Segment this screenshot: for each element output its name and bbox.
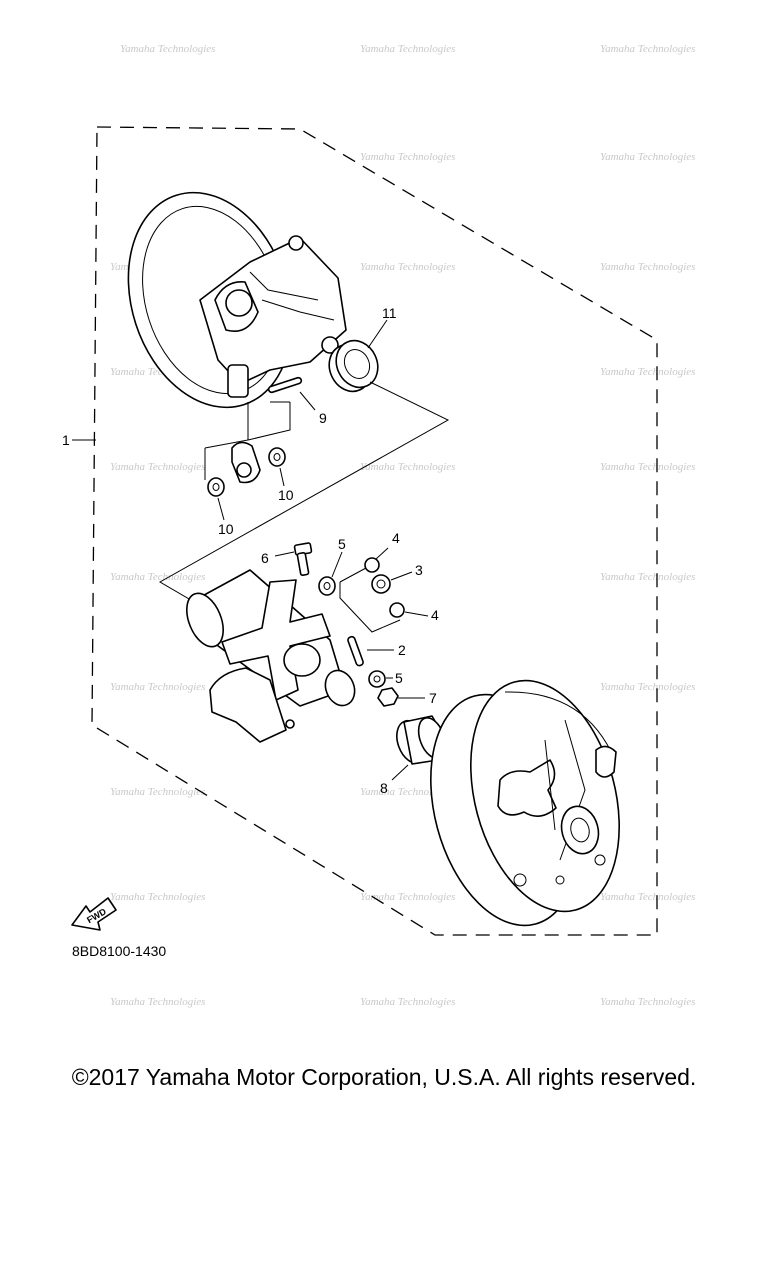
bolt-6 bbox=[293, 542, 313, 577]
roller-bracket bbox=[339, 567, 401, 633]
watermark: Yamaha Technologies bbox=[120, 43, 215, 55]
callout-8: 8 bbox=[380, 780, 388, 796]
watermark: Yamaha Technologies bbox=[600, 681, 695, 693]
callout-6: 6 bbox=[261, 550, 269, 566]
callout-10a: 10 bbox=[218, 521, 234, 537]
roller-3 bbox=[371, 574, 391, 594]
watermark: Yamaha Technologies bbox=[360, 261, 455, 273]
watermark: Yamaha Technologies bbox=[360, 461, 455, 473]
pin-2 bbox=[347, 635, 364, 667]
watermark: Yamaha Technologies bbox=[600, 151, 695, 163]
watermark: Yamaha Technologies bbox=[600, 996, 695, 1008]
fixed-sheave bbox=[127, 191, 347, 409]
watermark: Yamaha Technologies bbox=[360, 891, 455, 903]
weight-arm bbox=[231, 441, 261, 484]
watermark: Yamaha Technologies bbox=[110, 786, 205, 798]
leader-4b bbox=[404, 611, 429, 617]
leader-8 bbox=[391, 764, 409, 781]
weight-bracket bbox=[204, 401, 291, 480]
leader-10b bbox=[279, 467, 285, 487]
watermark-layer: Yamaha Technologies Yamaha Technologies … bbox=[110, 43, 695, 1008]
watermark: Yamaha Technologies bbox=[110, 996, 205, 1008]
washer-10-left bbox=[207, 477, 225, 497]
callout-5a: 5 bbox=[338, 536, 346, 552]
callout-7: 7 bbox=[429, 690, 437, 706]
copyright-notice: ©2017 Yamaha Motor Corporation, U.S.A. A… bbox=[71, 1064, 697, 1090]
callout-4b: 4 bbox=[431, 607, 439, 623]
collar-5-upper bbox=[318, 576, 336, 596]
movable-sheave bbox=[430, 679, 620, 927]
watermark: Yamaha Technologies bbox=[110, 461, 205, 473]
callout-4a: 4 bbox=[392, 530, 400, 546]
collar-5-lower bbox=[368, 670, 386, 688]
watermark: Yamaha Technologies bbox=[360, 996, 455, 1008]
watermark: Yamaha Technologies bbox=[600, 43, 695, 55]
watermark: Yamaha Technologies bbox=[110, 891, 205, 903]
callout-1: 1 bbox=[62, 432, 70, 448]
washer-4-lower bbox=[389, 602, 405, 618]
watermark: Yamaha Technologies bbox=[600, 366, 695, 378]
watermark: Yamaha Technologies bbox=[360, 43, 455, 55]
leader-9 bbox=[299, 391, 316, 411]
watermark: Yamaha Technologies bbox=[110, 571, 205, 583]
pin-9 bbox=[267, 376, 303, 394]
spider-hub bbox=[186, 569, 356, 743]
leader-10a bbox=[217, 497, 225, 521]
watermark: Yamaha Technologies bbox=[600, 891, 695, 903]
bearing-11 bbox=[328, 339, 379, 393]
leader-11 bbox=[367, 319, 388, 349]
leader-3 bbox=[390, 571, 413, 581]
diagram-code: 8BD8100-1430 bbox=[72, 943, 166, 959]
callout-9: 9 bbox=[319, 410, 327, 426]
callout-3: 3 bbox=[415, 562, 423, 578]
callout-5b: 5 bbox=[395, 670, 403, 686]
callout-2: 2 bbox=[398, 642, 406, 658]
nut-7 bbox=[377, 687, 399, 707]
leader-4a bbox=[375, 547, 389, 560]
washer-4-upper bbox=[364, 557, 380, 573]
leader-5a bbox=[331, 551, 343, 578]
watermark: Yamaha Technologies bbox=[600, 461, 695, 473]
callout-11: 11 bbox=[382, 305, 397, 321]
watermark: Yamaha Technologies bbox=[110, 681, 205, 693]
watermark: Yamaha Technologies bbox=[360, 151, 455, 163]
watermark: Yamaha Technologies bbox=[600, 261, 695, 273]
watermark: Yamaha Technologies bbox=[600, 571, 695, 583]
fwd-arrow-icon: FWD bbox=[71, 897, 117, 931]
washer-10-right bbox=[268, 447, 286, 467]
leader-6 bbox=[274, 551, 295, 557]
callout-10b: 10 bbox=[278, 487, 294, 503]
